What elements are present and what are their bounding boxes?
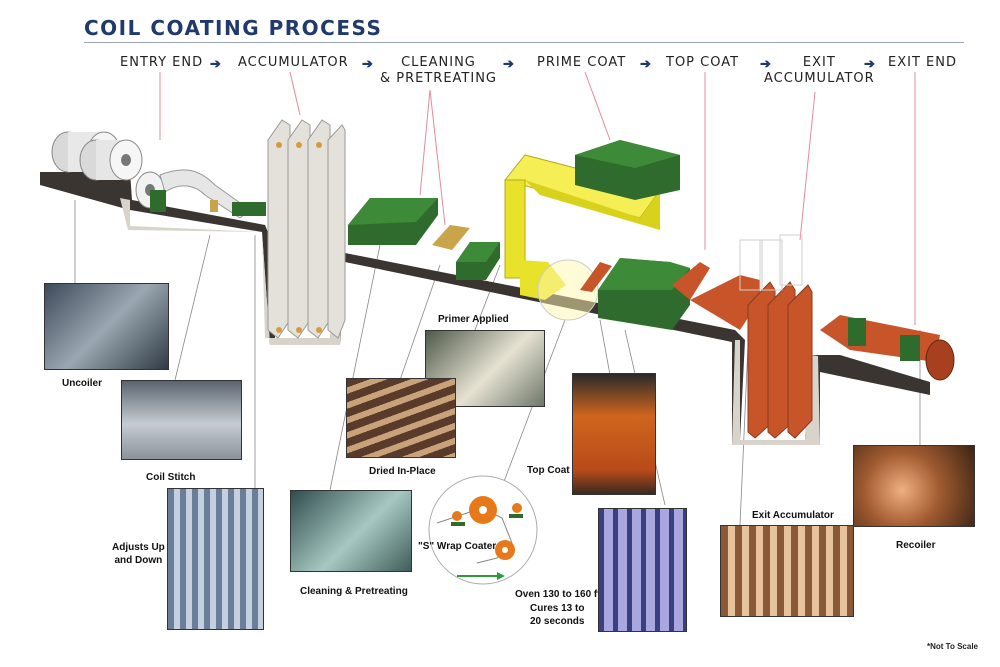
stage-entry-end: ENTRY END xyxy=(120,55,204,70)
arrow-icon: ➔ xyxy=(864,56,875,71)
stage-exit-end: EXIT END xyxy=(888,55,957,70)
entry-coils xyxy=(51,131,266,219)
cures-caption: Cures 13 to 20 seconds xyxy=(530,603,585,627)
primer-applied-caption: Primer Applied xyxy=(438,314,509,325)
uncoiler-photo xyxy=(44,283,169,370)
entry-accumulator xyxy=(267,119,346,339)
coil-stitch-photo xyxy=(121,380,242,460)
exit-accumulator-caption: Exit Accumulator xyxy=(752,510,834,521)
arrow-icon: ➔ xyxy=(640,56,651,71)
arrow-icon: ➔ xyxy=(760,56,771,71)
coil-stitch-caption: Coil Stitch xyxy=(146,472,196,483)
stage-exit-accumulator: EXIT ACCUMULATOR xyxy=(764,55,875,86)
cleaning-photo xyxy=(290,490,412,572)
dried-in-place-caption: Dried In-Place xyxy=(369,466,436,477)
top-coat-section xyxy=(580,258,760,330)
s-wrap-caption: "S" Wrap Coater xyxy=(418,541,497,552)
arrow-icon: ➔ xyxy=(503,56,514,71)
dried-in-place-photo xyxy=(346,378,456,458)
recoil-coil xyxy=(925,339,955,381)
not-to-scale-note: *Not To Scale xyxy=(927,642,978,651)
exit-strip xyxy=(820,315,940,362)
cleaning-caption: Cleaning & Pretreating xyxy=(300,586,408,597)
stage-accumulator: ACCUMULATOR xyxy=(238,55,349,70)
exit-accumulator-photo xyxy=(720,525,854,617)
stage-cleaning-pretreating: CLEANING & PRETREATING xyxy=(380,55,497,86)
page-title: COIL COATING PROCESS xyxy=(84,16,383,40)
stage-prime-coat: PRIME COAT xyxy=(537,55,627,70)
stage-top-coat: TOP COAT xyxy=(666,55,740,70)
s-wrap-coater-schematic xyxy=(428,475,538,585)
exit-accumulator-outline xyxy=(739,234,803,291)
exit-accumulator xyxy=(747,281,813,439)
adjusts-caption: Adjusts Up and Down xyxy=(112,542,165,566)
recoiler-photo xyxy=(853,445,975,527)
arrow-icon: ➔ xyxy=(362,56,373,71)
oven-caption: Oven 130 to 160 ft. xyxy=(515,589,604,600)
line-base xyxy=(40,172,930,445)
arrow-icon: ➔ xyxy=(210,56,221,71)
accumulator-rollers xyxy=(276,142,322,333)
top-coat-photo xyxy=(572,373,656,495)
oven-photo xyxy=(598,508,687,632)
prime-coat-oven xyxy=(504,140,680,300)
accumulator-photo xyxy=(167,488,264,630)
header-leader-lines xyxy=(159,71,916,325)
recoiler-caption: Recoiler xyxy=(896,540,936,551)
uncoiler-caption: Uncoiler xyxy=(62,378,103,389)
top-coat-caption: Top Coat xyxy=(527,465,570,476)
title-divider xyxy=(84,42,964,43)
